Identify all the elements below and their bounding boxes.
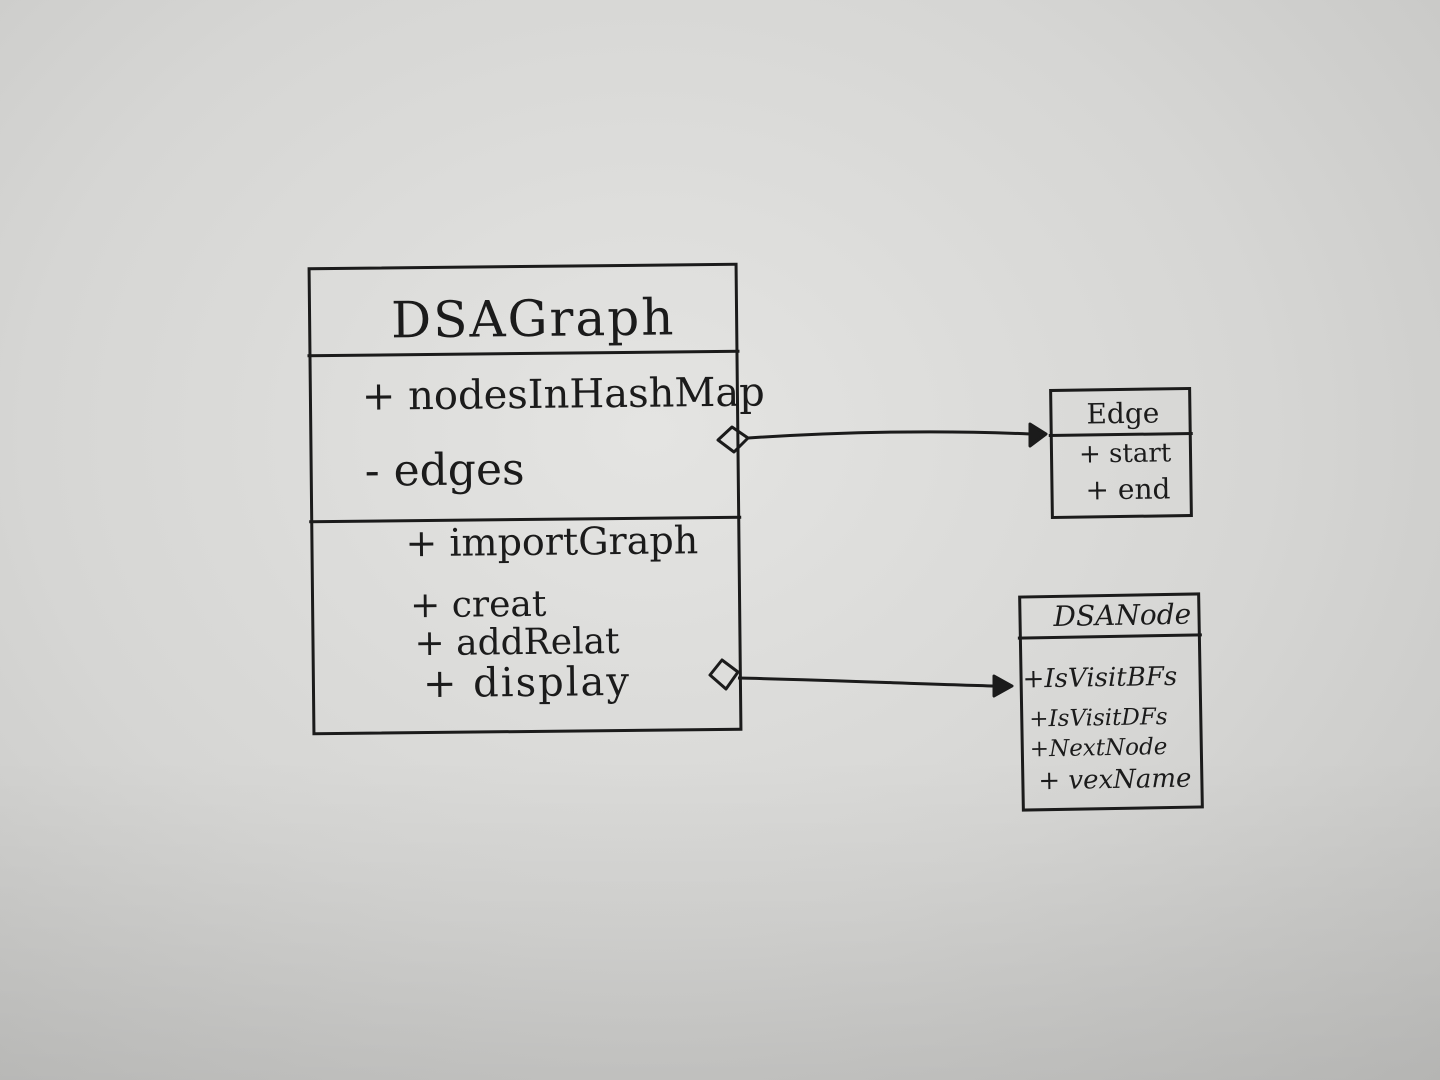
relation-graph-node <box>708 658 1014 698</box>
relation-line <box>747 430 1031 440</box>
aggregation-diamond-icon <box>716 425 750 454</box>
relation-graph-edge <box>716 422 1048 454</box>
arrowhead-icon <box>1028 422 1048 448</box>
arrowhead-icon <box>992 674 1014 698</box>
aggregation-diamond-icon <box>708 658 740 691</box>
relation-line <box>737 676 997 688</box>
